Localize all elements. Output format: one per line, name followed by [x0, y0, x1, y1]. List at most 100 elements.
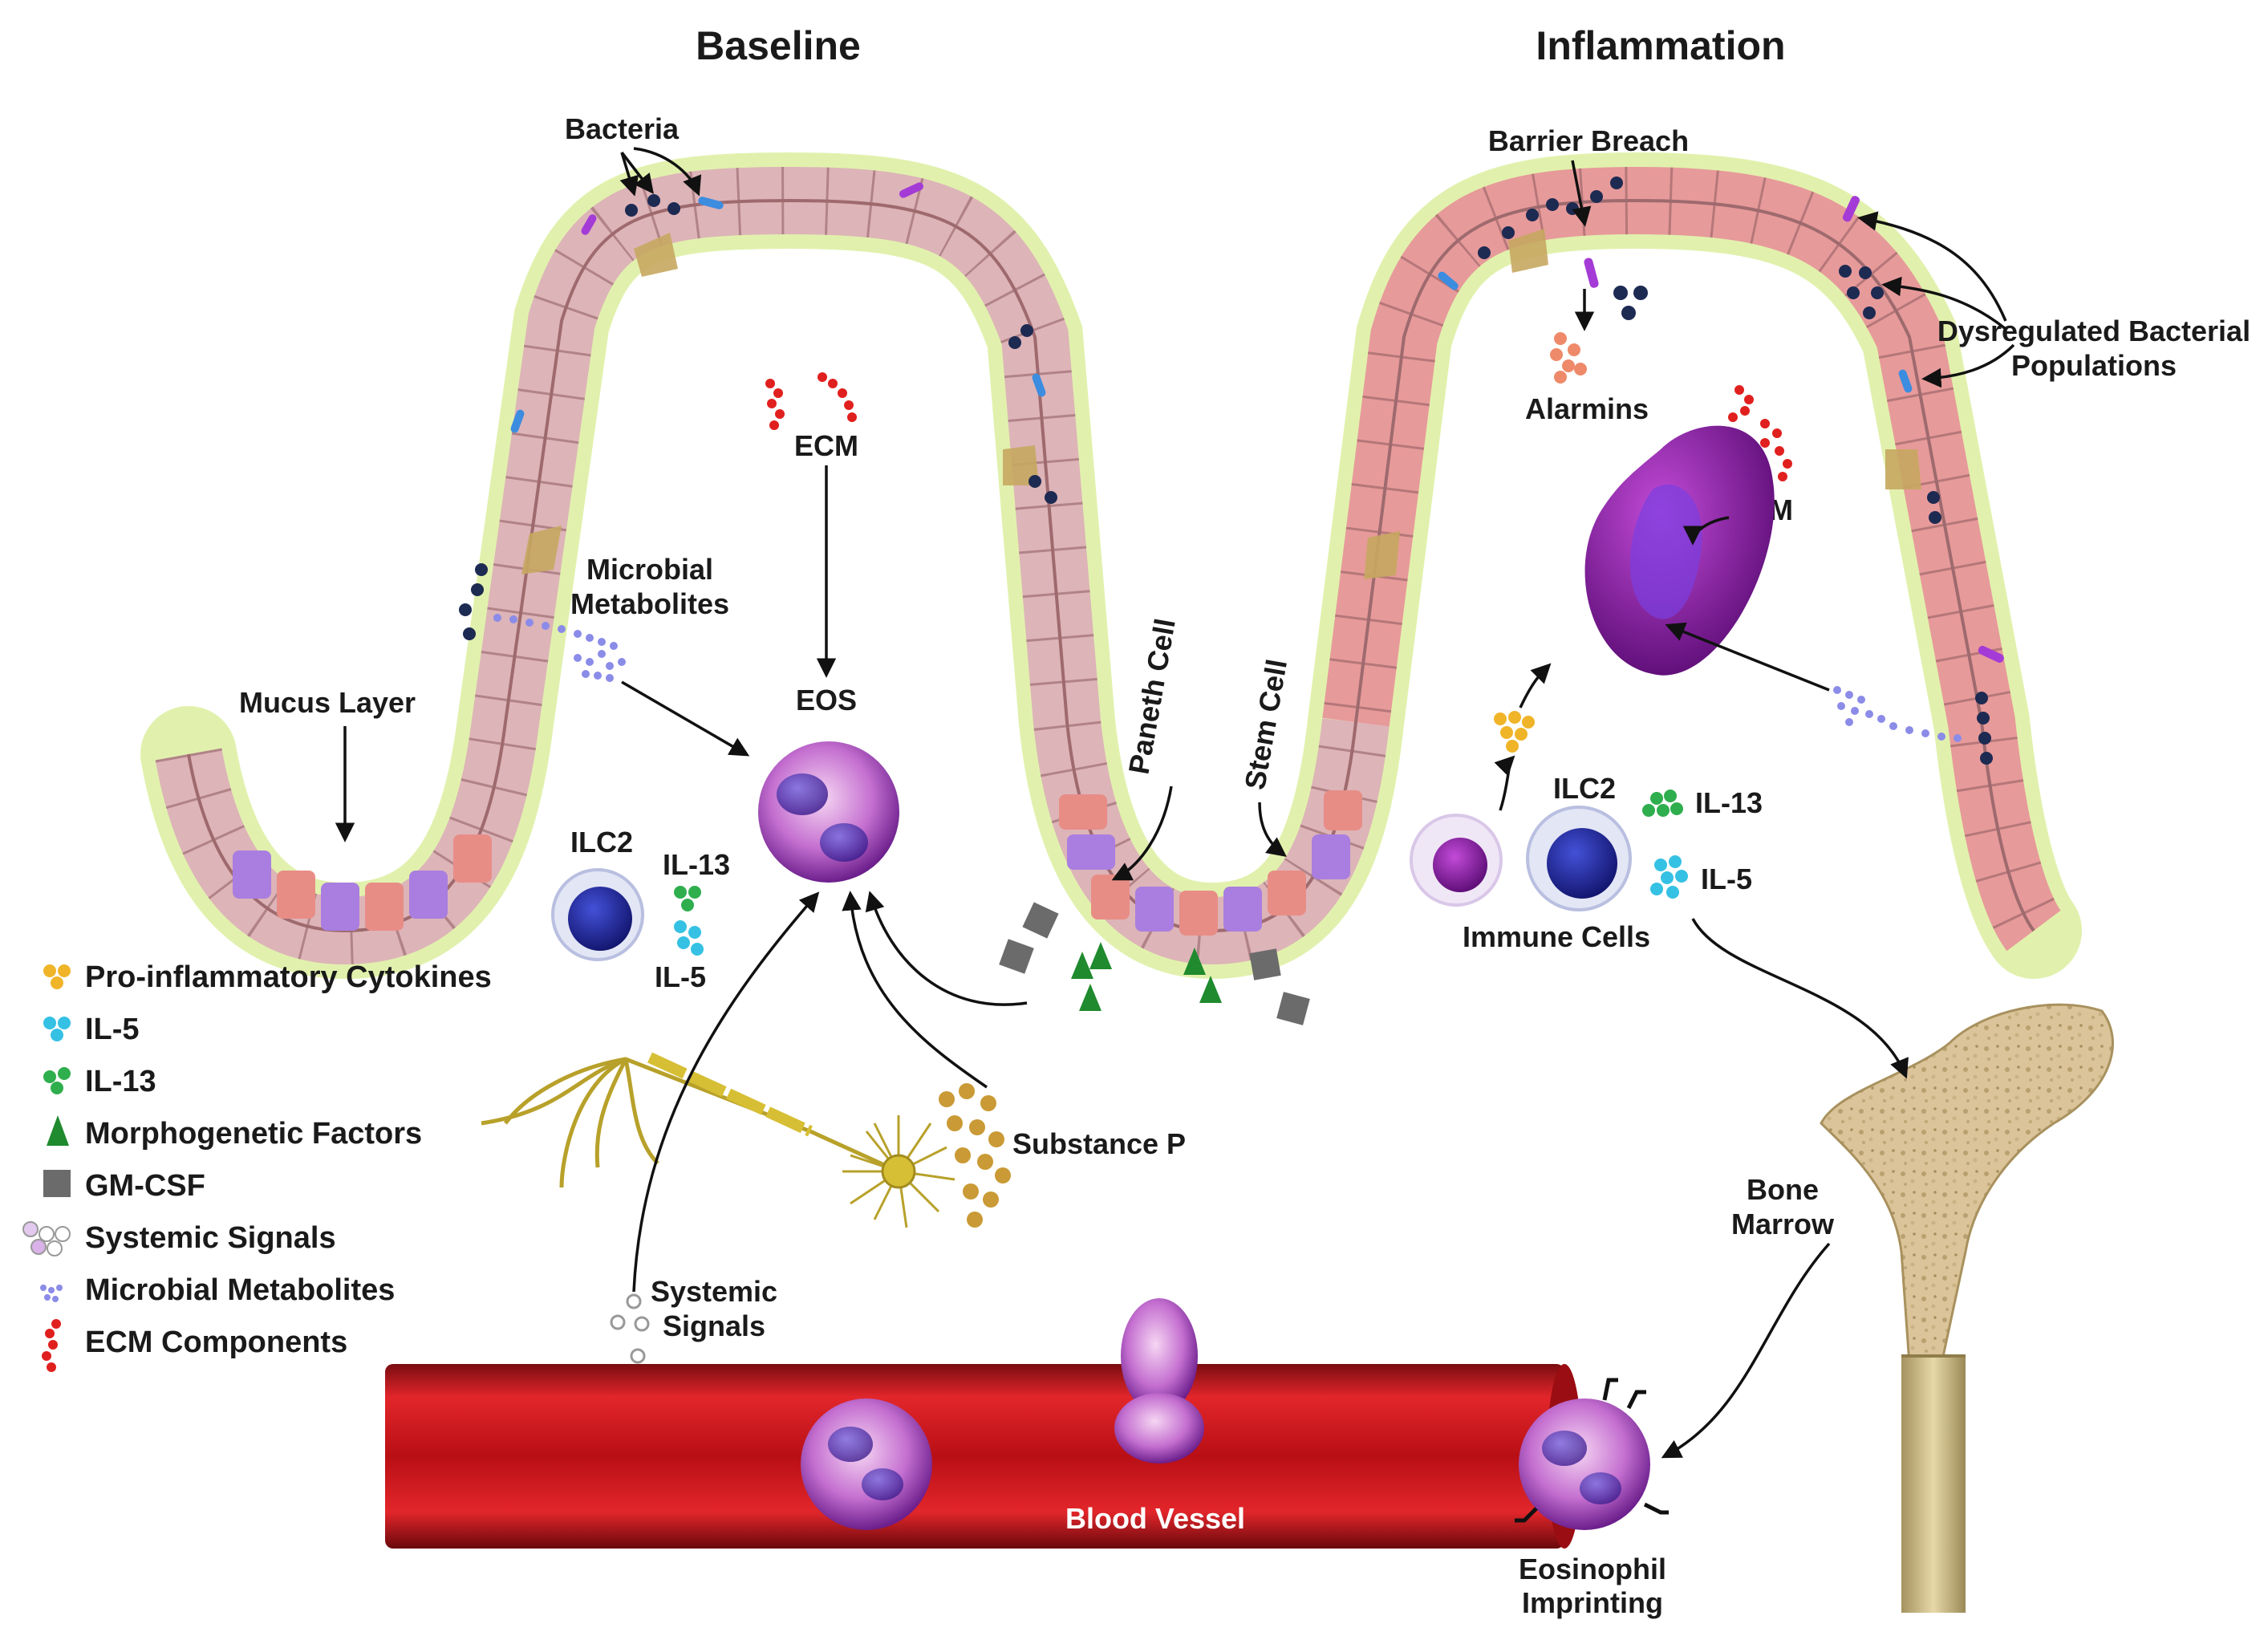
bacterium: [1020, 324, 1033, 337]
crypt-cell: [277, 871, 315, 919]
rod-bacterium: [510, 409, 525, 433]
il13-label-baseline: IL-13: [663, 848, 730, 881]
arrow-dysregulated-1: [1857, 211, 2007, 322]
systemic-signals-label-1: Systemic: [651, 1275, 777, 1308]
eos-label: EOS: [796, 684, 857, 716]
gm-csf-icon: [43, 1170, 71, 1197]
paneth-cell: [1885, 449, 1921, 489]
bacterium: [1980, 752, 1993, 765]
arrow-bacteria-3: [633, 147, 702, 197]
blood-vessel: [385, 1298, 1582, 1549]
stem-cell: [409, 871, 448, 919]
bacterium: [625, 204, 638, 217]
arrow-barrier-breach: [1571, 160, 1592, 227]
morphogenetic-factor-cluster: [1071, 942, 1222, 1011]
arrow-substance-p: [842, 891, 988, 1089]
arrow-paneth: [1111, 785, 1173, 881]
pro-inflammatory-cytokine-cluster: [1494, 711, 1535, 753]
svg-text:IL-13: IL-13: [85, 1065, 156, 1098]
crypt-cell: [365, 883, 404, 931]
paneth-cell: [521, 526, 562, 574]
blood-vessel-label: Blood Vessel: [1065, 1502, 1245, 1535]
arrow-il5-to-bone: [1691, 918, 1909, 1079]
microbial-metabolite-icon: [40, 1285, 63, 1302]
rod-bacterium: [1032, 373, 1046, 397]
immune-cells-label: Immune Cells: [1463, 920, 1650, 953]
barrier-breach-label: Barrier Breach: [1488, 124, 1689, 157]
legend-item-pro-inflammatory: Pro-inflammatory Cytokines: [43, 960, 492, 994]
crypt-cell: [1179, 891, 1218, 936]
svg-text:Pro-inflammatory Cytokines: Pro-inflammatory Cytokines: [85, 960, 492, 994]
paneth-cell-label: Paneth Cell: [1122, 616, 1181, 777]
mucus-layer-label: Mucus Layer: [239, 686, 416, 719]
il5-icon: [43, 1017, 71, 1041]
bacterium: [1526, 209, 1539, 221]
bacterium: [1978, 732, 1991, 745]
bacterium: [1977, 712, 1990, 725]
bacterium: [471, 583, 484, 596]
bacterium: [1502, 226, 1515, 239]
stem-cell: [1223, 887, 1262, 932]
svg-text:Systemic Signals: Systemic Signals: [85, 1221, 336, 1255]
bacterium: [1871, 286, 1884, 299]
stem-cell: [321, 883, 359, 931]
bacterium: [1847, 286, 1860, 299]
systemic-signals-label-2: Signals: [663, 1309, 765, 1342]
ecm-baseline: [765, 372, 857, 430]
bacterium: [1590, 190, 1603, 203]
arrow-dysregulated-3: [1921, 343, 2015, 388]
intestinal-epithelium: [140, 152, 2082, 980]
legend: Pro-inflammatory Cytokines IL-5 IL-13 Mo…: [22, 960, 492, 1372]
systemic-signal-icon: [22, 1221, 71, 1256]
substance-p-label: Substance P: [1012, 1127, 1186, 1160]
ecm-label-baseline: ECM: [794, 429, 858, 462]
microbial-metabolites-label-1: Microbial: [586, 553, 713, 586]
bacterium: [1863, 306, 1876, 319]
alarmins-label: Alarmins: [1525, 392, 1649, 425]
il13-cluster-inflammation: [1642, 790, 1683, 817]
bacterium: [667, 202, 680, 215]
arrow-gut-to-eos: [865, 891, 1028, 1006]
bacterium: [1566, 202, 1579, 215]
pro-inflammatory-cytokine-icon: [43, 964, 71, 989]
bacteria-baseline: [459, 182, 1057, 640]
alarmins-cluster: [1550, 332, 1587, 384]
rod-bacterium: [1898, 369, 1913, 393]
il13-cluster-baseline: [674, 886, 701, 911]
ilc2-baseline: [551, 868, 644, 961]
il5-label-inflammation: IL-5: [1701, 863, 1752, 895]
il13-icon: [43, 1067, 71, 1094]
bacterium: [463, 627, 476, 640]
transmigrating-eosinophil: [1121, 1298, 1198, 1414]
bone: [1820, 1003, 2114, 1613]
svg-text:Microbial Metabolites: Microbial Metabolites: [85, 1273, 395, 1307]
arrows: [335, 147, 2015, 1459]
legend-item-il5: IL-5: [43, 1013, 140, 1046]
microbial-metabolites-label-2: Metabolites: [570, 587, 729, 620]
rod-bacterium: [581, 214, 597, 235]
stem-cell-label: Stem Cell: [1238, 656, 1293, 792]
bacterium: [1478, 246, 1491, 259]
crypt-cell: [1324, 790, 1362, 830]
inflammation-title: Inflammation: [1536, 23, 1785, 68]
legend-item-gm-csf: GM-CSF: [43, 1169, 205, 1203]
bacterium: [1975, 692, 1988, 704]
bacterium: [475, 563, 488, 576]
rod-bacterium: [1438, 271, 1459, 290]
arrow-ecm-inflammation: [1682, 516, 1730, 546]
bacterium: [1008, 336, 1021, 349]
bacterium: [1859, 266, 1872, 279]
arrow-bone-to-eos: [1661, 1242, 1831, 1459]
eosinophil-in-vessel: [801, 1398, 932, 1530]
rod-bacterium: [1842, 196, 1860, 222]
arrow-cytokines-2: [1519, 663, 1552, 708]
paneth-cell: [1003, 445, 1039, 485]
legend-item-systemic: Systemic Signals: [22, 1221, 336, 1256]
neuron-soma: [881, 1154, 916, 1189]
paneth-cell: [634, 233, 678, 277]
ilc2-label-baseline: ILC2: [570, 826, 633, 859]
svg-text:IL-5: IL-5: [85, 1013, 140, 1046]
arrow-cytokines: [1494, 755, 1515, 811]
microbial-metabolites-inflammation: [1833, 686, 1962, 742]
